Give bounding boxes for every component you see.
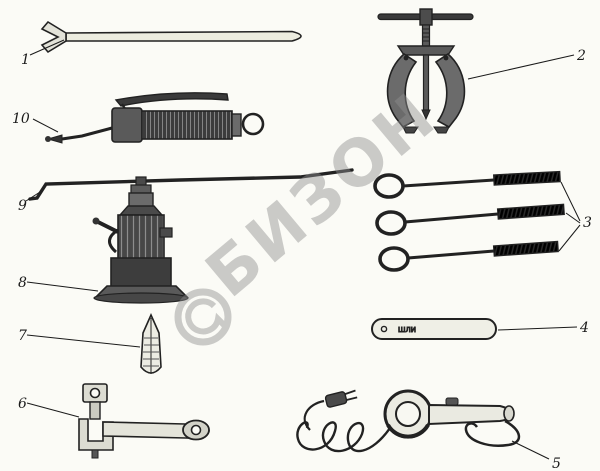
callout-2: 2: [467, 48, 586, 80]
callout-label-9: 9: [18, 198, 27, 214]
crank-rod-illustration: [28, 168, 354, 201]
callout-label-8: 8: [18, 275, 27, 291]
callout-1: 1: [21, 39, 65, 68]
flat-handle-stamp: ШЛИ: [398, 326, 416, 334]
callout-label-3: 3: [583, 215, 592, 231]
hydraulic-jack-illustration: [92, 176, 189, 304]
callout-5: 5: [511, 440, 561, 471]
callout-3: 3: [558, 181, 592, 252]
callout-label-1: 1: [21, 52, 30, 68]
callout-label-5: 5: [552, 456, 561, 471]
gear-puller-illustration: [377, 8, 474, 134]
clamp-bracket-illustration: [78, 383, 210, 459]
callout-label-7: 7: [18, 328, 27, 344]
lamp-handle: [428, 403, 514, 426]
eye-bolt-set-illustration: [373, 170, 565, 272]
eye-bolt-top: [373, 170, 561, 199]
lamp-hook: [464, 419, 521, 447]
callout-label-4: 4: [579, 320, 589, 336]
callout-label-2: 2: [576, 48, 586, 64]
callout-6: 6: [18, 396, 80, 418]
eye-bolt-bottom: [378, 240, 559, 272]
flat-handle-illustration: ШЛИ: [371, 318, 497, 340]
callout-9: 9: [18, 191, 41, 214]
callout-8: 8: [18, 275, 99, 292]
callout-7: 7: [18, 328, 141, 348]
lamp-cord: [296, 421, 391, 453]
callout-4: 4: [497, 320, 589, 336]
lamp-plug: [324, 389, 358, 408]
watermark-logo-icon: [174, 288, 232, 346]
inspection-lamp-illustration: [296, 389, 521, 453]
eye-bolt-middle: [375, 203, 565, 236]
pry-bar-illustration: [40, 20, 302, 54]
taper-punch-illustration: [140, 313, 162, 374]
callout-label-6: 6: [18, 396, 27, 412]
grease-gun-illustration: [45, 92, 265, 144]
callout-label-10: 10: [12, 111, 30, 127]
callout-10: 10: [12, 111, 59, 133]
